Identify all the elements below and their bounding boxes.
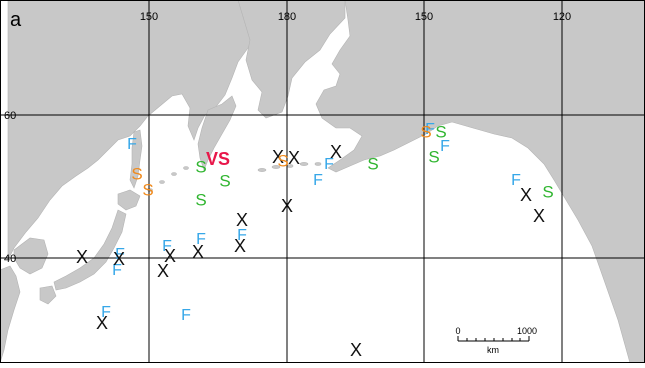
marker-x: X	[96, 313, 108, 333]
marker-s: S	[542, 182, 553, 201]
marker-x: X	[164, 246, 176, 266]
longitude-label: 150	[415, 11, 433, 23]
marker-f: F	[196, 231, 206, 248]
marker-f: F	[127, 136, 137, 153]
graticule-labels: 150 180 150 120 60 40	[4, 11, 571, 265]
marker-s: S	[195, 190, 206, 209]
kuril-island	[171, 172, 177, 176]
aleutian-island	[314, 162, 322, 166]
marker-f: F	[324, 156, 334, 173]
marker-f: F	[181, 307, 191, 324]
longitude-label: 150	[140, 11, 158, 23]
kuril-island	[159, 180, 165, 184]
kuril-island	[183, 166, 189, 170]
land-chukotka	[237, 0, 346, 119]
aleutian-island	[299, 162, 309, 166]
land-sakhalin	[129, 129, 143, 189]
kuril-islands	[147, 166, 189, 192]
land-honshu	[53, 209, 127, 291]
aleutian-island	[257, 168, 267, 172]
land-korea	[13, 237, 49, 275]
longitude-label: 180	[278, 11, 296, 23]
marker-x: X	[234, 236, 246, 256]
land-china	[0, 265, 21, 364]
latitude-label: 60	[4, 110, 16, 122]
marker-s: S	[435, 122, 446, 141]
marker-f: F	[101, 304, 111, 321]
marker-x: X	[520, 185, 532, 205]
marker-x: X	[113, 249, 125, 269]
land-hokkaido	[117, 189, 141, 211]
scale-bar	[457, 336, 530, 342]
marker-x: X	[76, 247, 88, 267]
marker-f: F	[237, 227, 247, 244]
marker-x: X	[157, 261, 169, 281]
latitude-label: 40	[4, 253, 16, 265]
marker-f: F	[115, 246, 125, 263]
scale-bar-labels: 0 1000 km	[455, 326, 537, 355]
land-kyushu	[39, 285, 57, 305]
longitude-label: 120	[553, 11, 571, 23]
marker-s: S	[428, 147, 439, 166]
marker-vs: VS	[206, 149, 230, 169]
marker-x: X	[533, 206, 545, 226]
marker-f: F	[425, 121, 435, 138]
land-north-america	[315, 0, 645, 364]
land-siberia	[7, 0, 276, 261]
scale-bar-unit-label: km	[487, 345, 499, 355]
aleutian-islands	[257, 162, 322, 172]
marker-s: S	[367, 154, 378, 173]
marker-f: F	[112, 262, 122, 279]
marker-x: X	[281, 196, 293, 216]
panel-label: a	[10, 9, 22, 31]
scale-bar-end-label: 1000	[517, 326, 537, 336]
marker-x: X	[330, 142, 342, 162]
marker-s: S	[142, 180, 153, 199]
marker-x: X	[272, 147, 284, 167]
marker-s: S	[420, 122, 431, 141]
marker-f: F	[162, 238, 172, 255]
marker-x: X	[288, 148, 300, 168]
marker-x: X	[192, 242, 204, 262]
marker-x: X	[350, 340, 362, 360]
aleutian-island	[271, 165, 281, 169]
marker-f: F	[511, 172, 521, 189]
marker-s: S	[277, 151, 288, 170]
marker-s: S	[195, 157, 206, 176]
scale-bar-start-label: 0	[455, 326, 460, 336]
marker-f: F	[313, 172, 323, 189]
marker-s: S	[131, 164, 142, 183]
marker-f: F	[440, 138, 450, 155]
marker-x: X	[236, 210, 248, 230]
marker-s: S	[219, 171, 230, 190]
